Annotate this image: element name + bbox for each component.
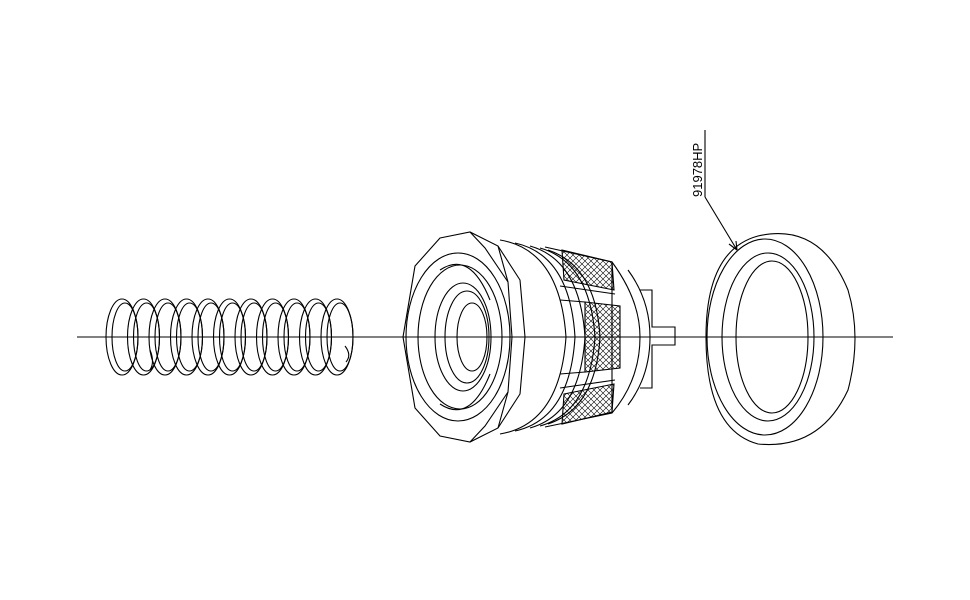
- spring-coil-inner: [111, 302, 139, 372]
- leader-line: [704, 196, 738, 251]
- spring-coil-inner: [283, 302, 311, 372]
- spring-coil-inner: [261, 302, 290, 372]
- spring-coil-inner: [304, 302, 333, 372]
- mesh-window-bottom: [561, 383, 615, 425]
- part-callout: [704, 130, 738, 251]
- compression-spring: [105, 298, 354, 376]
- mesh-window-top: [561, 249, 615, 291]
- leader-arrowhead: [728, 240, 738, 251]
- spring-coil-inner: [132, 302, 161, 372]
- rear-stem: [640, 289, 676, 389]
- bore: [434, 282, 492, 392]
- seal-ring-front-outer: [706, 238, 824, 436]
- screen-cage-outline: [544, 246, 641, 428]
- seal-ring-outer: [705, 233, 856, 446]
- spring-coil-inner: [218, 302, 247, 372]
- spring-end-hook: [344, 345, 350, 363]
- valve-body-cartridge: [402, 231, 676, 443]
- spring-coil-inner: [240, 302, 268, 372]
- spring-end-hook: [149, 349, 154, 371]
- spring-coil-inner: [326, 302, 354, 372]
- spring-coil-inner: [197, 302, 225, 372]
- part-number-label: 91978HP: [690, 143, 705, 197]
- spring-coil-inner: [154, 302, 182, 372]
- outer-face: [405, 252, 511, 422]
- seal-ring: [705, 233, 856, 446]
- seal-ring-front-inner: [721, 252, 815, 422]
- mesh-window-middle: [584, 301, 621, 373]
- seal-ring-bore: [735, 260, 809, 414]
- spring-coil-inner: [175, 302, 204, 372]
